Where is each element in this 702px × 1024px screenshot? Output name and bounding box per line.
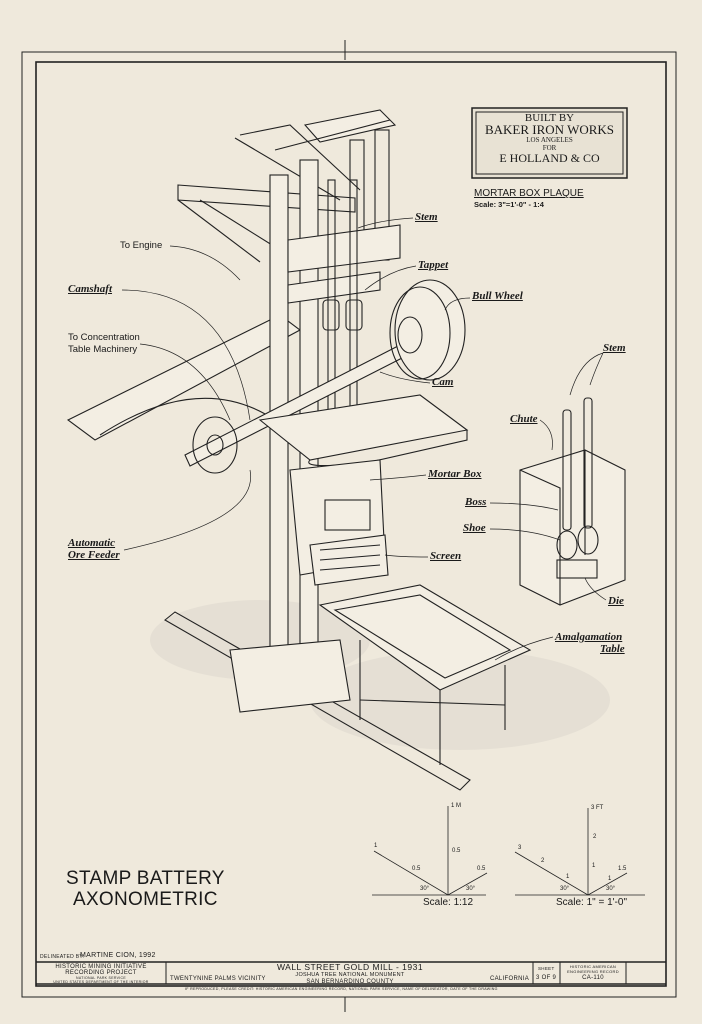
metric-scale-diagram [372, 806, 488, 896]
label-detail-stem: Stem [603, 342, 626, 354]
stamp-battery-illustration [66, 109, 532, 791]
label-to-engine: To Engine [120, 240, 163, 251]
metric-scale-label: Scale: 1:12 [423, 897, 474, 908]
imperial-scale-label: Scale: 1" = 1'-0" [556, 897, 627, 908]
label-ore-feeder-1: Automatic [68, 537, 116, 549]
county: SAN BERNARDINO COUNTY [306, 979, 394, 985]
label-chute: Chute [510, 413, 538, 425]
label-die: Die [608, 595, 624, 607]
plaque-line-4: FOR [542, 144, 557, 152]
vicinity: TWENTYNINE PALMS VICINITY [170, 976, 266, 982]
credit-line: IF REPRODUCED, PLEASE CREDIT: HISTORIC A… [185, 987, 498, 991]
delineated-label: DELINEATED BY: [40, 954, 85, 960]
label-camshaft: Camshaft [68, 283, 113, 295]
delineator: MARTINE CION, 1992 [80, 952, 156, 959]
metric-top: 1 M [451, 803, 462, 809]
plaque-caption: MORTAR BOX PLAQUE [474, 188, 584, 199]
label-screen: Screen [430, 550, 462, 562]
state: CALIFORNIA [490, 976, 530, 982]
mortar-box-detail-drawing [519, 397, 626, 606]
metric-angle-left: 30° [420, 886, 430, 892]
imperial-right-1: 1 [608, 876, 612, 882]
org-line-3: NATIONAL PARK SERVICE [76, 976, 126, 980]
drawing-title: STAMP BATTERY AXONOMETRIC [66, 868, 225, 910]
label-cam: Cam [432, 376, 454, 388]
metric-right: 0.5 [477, 866, 486, 872]
imperial-left-mid: 2 [541, 858, 545, 864]
leader-lines [121, 217, 607, 661]
title-line-2: AXONOMETRIC [72, 889, 218, 910]
imperial-right-end: 1.5 [618, 866, 627, 872]
plaque-scale: Scale: 3"=1'-0" - 1:4 [474, 200, 544, 209]
metric-left-mid: 0.5 [412, 866, 421, 872]
imperial-v1: 1 [592, 863, 596, 869]
sheet-number: 3 of 9 [536, 975, 557, 981]
plaque-line-1: BUILT BY [524, 112, 575, 124]
haer-number: CA-110 [582, 975, 604, 981]
imperial-left-end: 3 [518, 845, 522, 851]
org-line-1: HISTORIC MINING INITIATIVE [55, 964, 147, 970]
org-line-2: RECORDING PROJECT [65, 970, 137, 976]
label-shoe: Shoe [463, 522, 486, 534]
monument: JOSHUA TREE NATIONAL MONUMENT [295, 972, 405, 978]
sheet-border [21, 51, 677, 998]
imperial-left-1: 1 [566, 874, 570, 880]
plaque-text: BUILT BY BAKER IRON WORKS LOS ANGELES FO… [476, 112, 623, 164]
metric-mid: 0.5 [452, 848, 461, 854]
label-to-concentration-2: Table Machinery [68, 344, 138, 355]
label-amalgamation-2: Table [600, 643, 625, 655]
label-to-concentration-1: To Concentration [68, 332, 140, 343]
plaque-line-3: LOS ANGELES [526, 136, 573, 144]
haer-block: HISTORIC AMERICAN ENGINEERING RECORD CA-… [560, 964, 626, 983]
label-tappet: Tappet [418, 259, 449, 271]
org-block: HISTORIC MINING INITIATIVE RECORDING PRO… [36, 964, 166, 984]
label-ore-feeder-2: Ore Feeder [68, 549, 120, 561]
metric-angle-right: 30° [466, 886, 476, 892]
haer-line-2: ENGINEERING RECORD [567, 969, 619, 974]
imperial-top: 3 FT [591, 805, 604, 811]
label-mortar-box: Mortar Box [428, 468, 482, 480]
drawing-frame [35, 61, 667, 987]
label-stem: Stem [415, 211, 438, 223]
plaque-line-2: BAKER IRON WORKS [484, 122, 615, 137]
imperial-angle-right: 30° [606, 886, 616, 892]
imperial-v2: 2 [593, 834, 597, 840]
sheet-label: SHEET [538, 966, 555, 971]
mortar-box-plaque [471, 107, 628, 179]
imperial-scale-diagram [514, 808, 645, 896]
org-line-4: UNITED STATES DEPARTMENT OF THE INTERIOR [53, 980, 149, 984]
imperial-angle-left: 30° [560, 886, 570, 892]
haer-line-1: HISTORIC AMERICAN [569, 964, 617, 969]
site-block: WALL STREET GOLD MILL - 1931 JOSHUA TREE… [250, 963, 450, 986]
label-bull-wheel: Bull Wheel [472, 290, 523, 302]
metric-left-end: 1 [374, 843, 378, 849]
plaque-line-5: E HOLLAND & CO [499, 151, 600, 165]
site-name: WALL STREET GOLD MILL - 1931 [276, 962, 424, 972]
label-boss: Boss [465, 496, 487, 508]
label-amalgamation-1: Amalgamation [555, 631, 623, 643]
title-line-1: STAMP BATTERY [66, 868, 225, 889]
